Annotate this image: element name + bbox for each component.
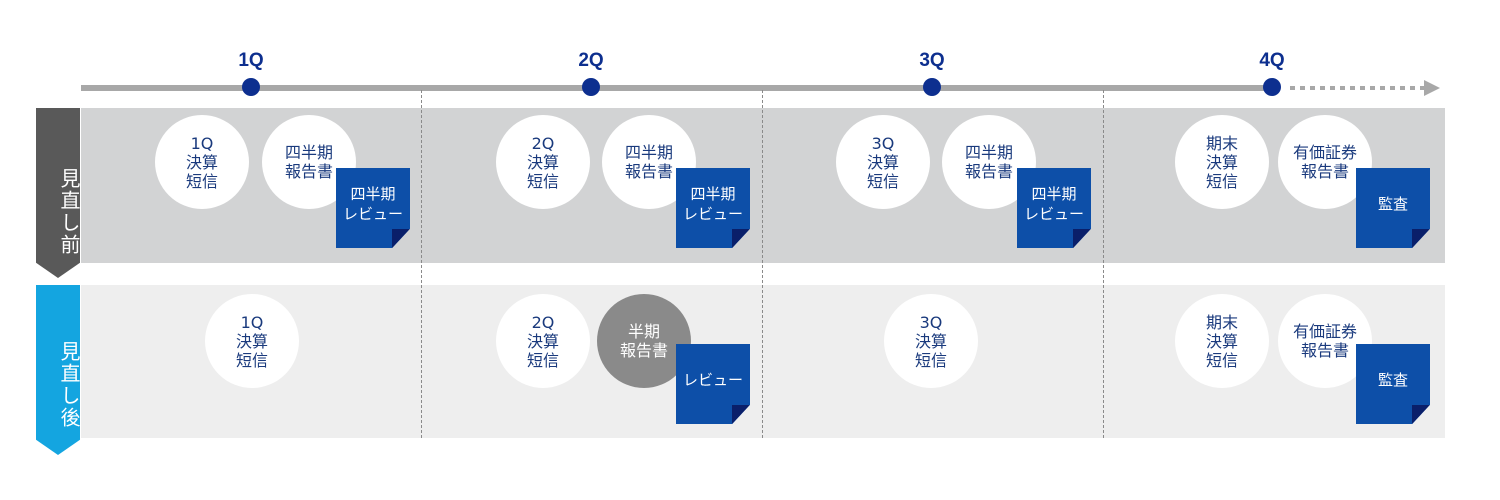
- circle-line: 決算: [866, 152, 899, 172]
- circle-tanshin-before-4q: 期末 決算 短信: [1175, 115, 1269, 209]
- doc-line: 監査: [1377, 371, 1408, 389]
- circle-tanshin-after-3q: 3Q 決算 短信: [884, 294, 978, 388]
- circle-tanshin-after-2q: 2Q 決算 短信: [496, 294, 590, 388]
- circle-line: 1Q: [190, 133, 214, 153]
- circle-line: 決算: [526, 331, 559, 351]
- quarter-label-3q: 3Q: [919, 50, 945, 71]
- circle-line: 有価証券: [1292, 143, 1357, 162]
- circle-line: 決算: [914, 331, 947, 351]
- doc-review-before-2q: 四半期 レビュー: [676, 168, 750, 248]
- circle-line: 半期: [627, 322, 660, 341]
- doc-audit-after-4q: 監査: [1356, 344, 1430, 424]
- circle-tanshin-before-3q: 3Q 決算 短信: [836, 115, 930, 209]
- circle-line: 四半期: [624, 143, 673, 162]
- quarter-marker-3q: [923, 78, 941, 96]
- circle-line: 短信: [1205, 171, 1238, 191]
- doc-review-after-2q: レビュー: [676, 344, 750, 424]
- quarter-label-4q: 4Q: [1259, 50, 1285, 71]
- timeline-arrow-icon: [1424, 80, 1440, 96]
- circle-line: 報告書: [1300, 162, 1349, 181]
- circle-line: 決算: [235, 331, 268, 351]
- circle-line: 短信: [914, 350, 947, 370]
- circle-line: 決算: [526, 152, 559, 172]
- circle-line: 決算: [1205, 152, 1238, 172]
- circle-line: 1Q: [240, 312, 264, 332]
- timeline-axis: [81, 85, 1275, 91]
- doc-line: レビュー: [682, 371, 743, 389]
- circle-line: 四半期: [284, 143, 333, 162]
- doc-line: 四半期: [690, 185, 736, 203]
- quarter-divider: [421, 90, 422, 438]
- doc-line: 四半期: [1031, 185, 1077, 203]
- circle-line: 短信: [526, 350, 559, 370]
- circle-line: 有価証券: [1292, 322, 1357, 341]
- doc-line: 監査: [1377, 195, 1408, 213]
- circle-line: 報告書: [624, 162, 673, 181]
- circle-tanshin-before-2q: 2Q 決算 短信: [496, 115, 590, 209]
- circle-line: 短信: [1205, 350, 1238, 370]
- doc-line: レビュー: [342, 205, 403, 223]
- quarter-divider: [762, 90, 763, 438]
- doc-line: レビュー: [1023, 205, 1084, 223]
- circle-line: 短信: [235, 350, 268, 370]
- circle-line: 決算: [1205, 331, 1238, 351]
- circle-tanshin-after-4q: 期末 決算 短信: [1175, 294, 1269, 388]
- quarter-label-2q: 2Q: [578, 50, 604, 71]
- circle-line: 決算: [185, 152, 218, 172]
- doc-line: 四半期: [350, 185, 396, 203]
- quarter-marker-4q: [1263, 78, 1281, 96]
- circle-line: 短信: [185, 171, 218, 191]
- circle-line: 短信: [866, 171, 899, 191]
- circle-line: 報告書: [619, 341, 668, 360]
- circle-line: 3Q: [919, 312, 943, 332]
- circle-line: 2Q: [531, 312, 555, 332]
- row-label-before: 見直し前: [36, 108, 80, 278]
- circle-line: 期末: [1205, 133, 1238, 153]
- timeline-axis-continuation: [1290, 86, 1426, 90]
- quarter-marker-2q: [582, 78, 600, 96]
- quarter-marker-1q: [242, 78, 260, 96]
- doc-review-before-1q: 四半期 レビュー: [336, 168, 410, 248]
- circle-line: 3Q: [871, 133, 895, 153]
- doc-line: レビュー: [682, 205, 743, 223]
- circle-line: 短信: [526, 171, 559, 191]
- circle-line: 四半期: [964, 143, 1013, 162]
- circle-report-after-4q: 有価証券 報告書: [1278, 294, 1372, 388]
- circle-report-after-2q: 半期 報告書: [597, 294, 691, 388]
- doc-audit-before-4q: 監査: [1356, 168, 1430, 248]
- circle-line: 報告書: [964, 162, 1013, 181]
- circle-line: 期末: [1205, 312, 1238, 332]
- circle-line: 報告書: [284, 162, 333, 181]
- circle-tanshin-after-1q: 1Q 決算 短信: [205, 294, 299, 388]
- doc-review-before-3q: 四半期 レビュー: [1017, 168, 1091, 248]
- circle-line: 報告書: [1300, 341, 1349, 360]
- circle-tanshin-before-1q: 1Q 決算 短信: [155, 115, 249, 209]
- circle-line: 2Q: [531, 133, 555, 153]
- row-label-after: 見直し後: [36, 285, 80, 455]
- quarter-label-1q: 1Q: [238, 50, 264, 71]
- quarter-divider: [1103, 90, 1104, 438]
